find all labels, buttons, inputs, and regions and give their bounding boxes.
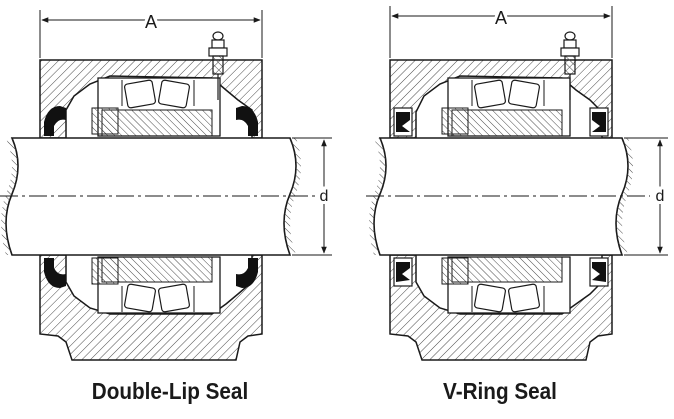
- bearing-lower-right: [441, 256, 571, 314]
- shaft-right: [366, 137, 650, 256]
- v-ring-seals: [393, 107, 609, 287]
- caption-v-ring-seal: V-Ring Seal: [443, 378, 557, 404]
- grease-fitting-right: [560, 31, 580, 100]
- dimension-a-left: [39, 10, 263, 58]
- dimension-d-label-left: d: [320, 188, 329, 205]
- double-lip-seals: [44, 106, 258, 288]
- bearing-upper-left: [91, 77, 221, 137]
- grease-fitting-left: [208, 31, 228, 100]
- shaft-left: [0, 137, 320, 256]
- dimension-d-left: [292, 137, 332, 256]
- dimension-a-label-right: A: [495, 8, 507, 28]
- double-lip-seal-diagram: A: [0, 9, 332, 361]
- dimension-a-right: [389, 6, 613, 58]
- dimension-d-label-right: d: [656, 188, 665, 205]
- caption-double-lip-seal: Double-Lip Seal: [91, 378, 249, 404]
- bearing-upper-right: [441, 77, 571, 137]
- dimension-a-label-left: A: [145, 12, 157, 32]
- v-ring-seal-diagram: A: [366, 5, 668, 361]
- bearing-lower-left: [91, 256, 221, 314]
- dimension-d-right: [624, 137, 668, 256]
